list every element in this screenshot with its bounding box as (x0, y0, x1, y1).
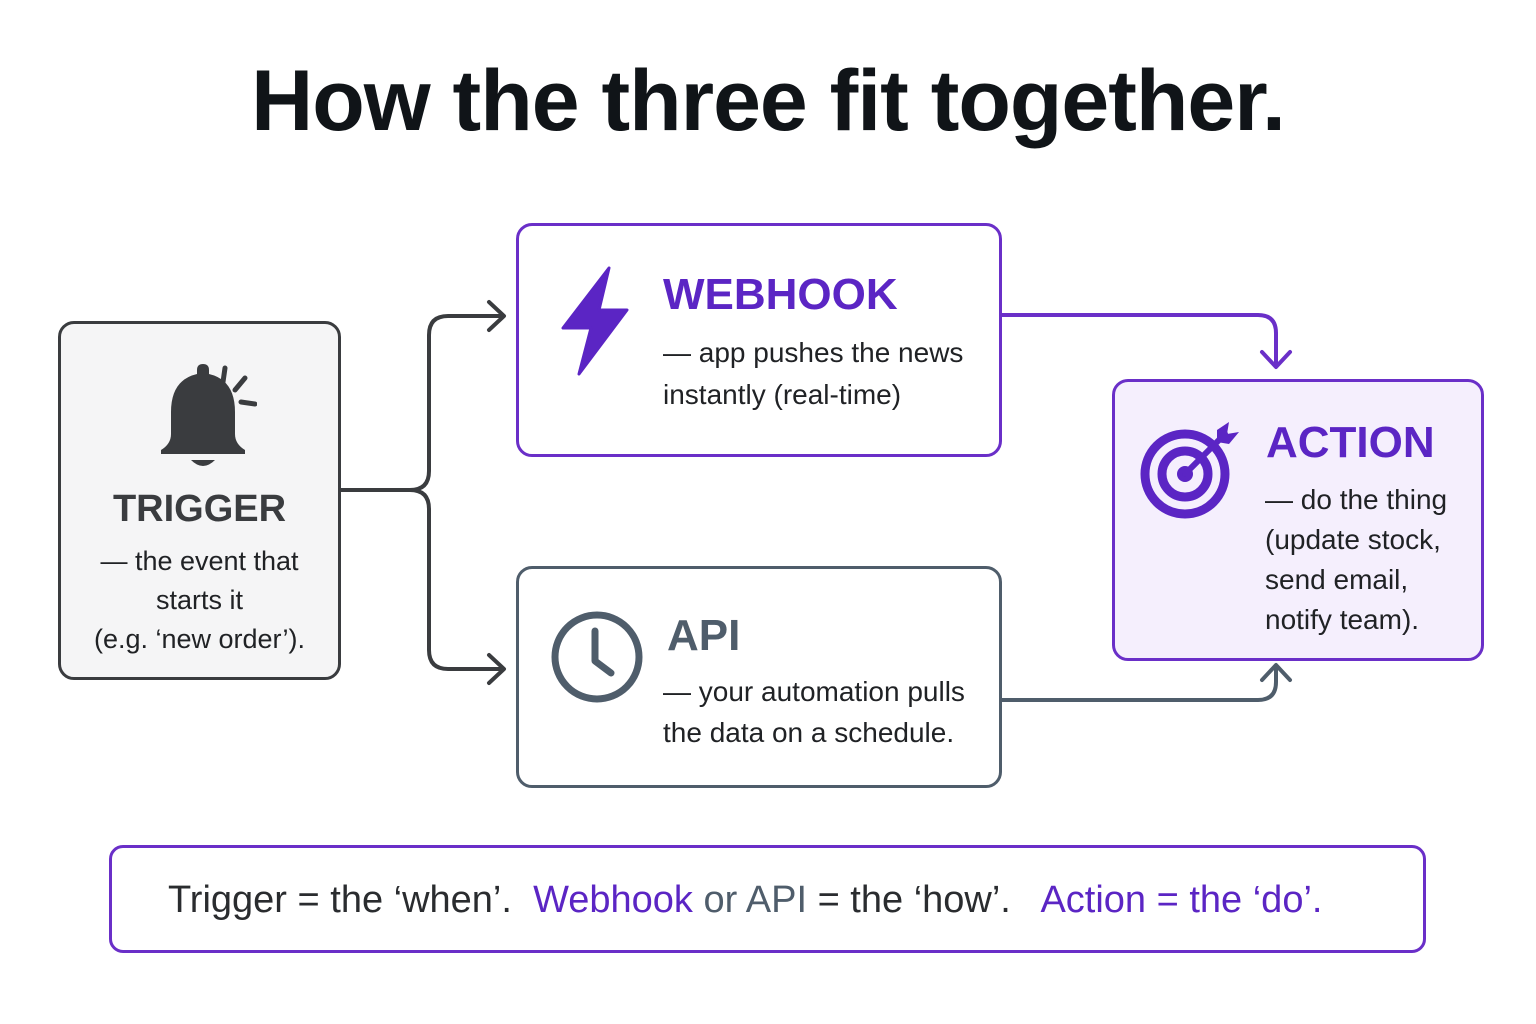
action-card: ACTION — do the thing (update stock, sen… (1112, 379, 1484, 661)
lightning-bolt-icon (561, 266, 629, 376)
trigger-description: — the event that starts it (e.g. ‘new or… (93, 546, 306, 654)
target-icon (1140, 422, 1239, 519)
summary-webhook-word: Webhook (533, 879, 693, 921)
trigger-heading: TRIGGER (112, 488, 287, 530)
trigger-card: TRIGGER — the event that starts it (e.g.… (58, 321, 341, 680)
edge-trigger-to-webhook (339, 314, 505, 492)
api-description: — your automation pulls the data on a sc… (663, 676, 965, 748)
summary-api-word: API (745, 879, 807, 921)
api-heading: API (667, 611, 741, 660)
summary-action: Action = the ‘do’. (1040, 879, 1323, 921)
summary-box: Trigger = the ‘when’. Webhook or API = t… (109, 845, 1426, 953)
webhook-description: — app pushes the news instantly (real-ti… (663, 337, 964, 410)
arrowhead-api (487, 653, 506, 685)
summary-line: Trigger = the ‘when’. Webhook or API = t… (168, 878, 1322, 922)
summary-or-word: or (703, 879, 738, 921)
summary-trigger: Trigger = the ‘when’. (168, 879, 512, 921)
arrowhead-action-bottom (1260, 663, 1292, 682)
summary-how: = the ‘how’. (817, 879, 1011, 921)
arrowhead-webhook (487, 300, 506, 332)
webhook-card: WEBHOOK — app pushes the news instantly … (516, 223, 1002, 457)
action-heading: ACTION (1266, 418, 1435, 467)
page-title: How the three fit together. (251, 53, 1286, 149)
webhook-heading: WEBHOOK (663, 270, 898, 319)
edge-trigger-to-api (408, 488, 505, 671)
arrowhead-action-top (1260, 350, 1292, 369)
bell-icon (161, 364, 257, 466)
edge-api-to-action (1000, 664, 1278, 702)
edge-webhook-to-action (1000, 313, 1278, 368)
clock-icon (551, 611, 643, 703)
api-card: API — your automation pulls the data on … (516, 566, 1002, 788)
action-description: — do the thing (update stock, send email… (1265, 484, 1448, 635)
